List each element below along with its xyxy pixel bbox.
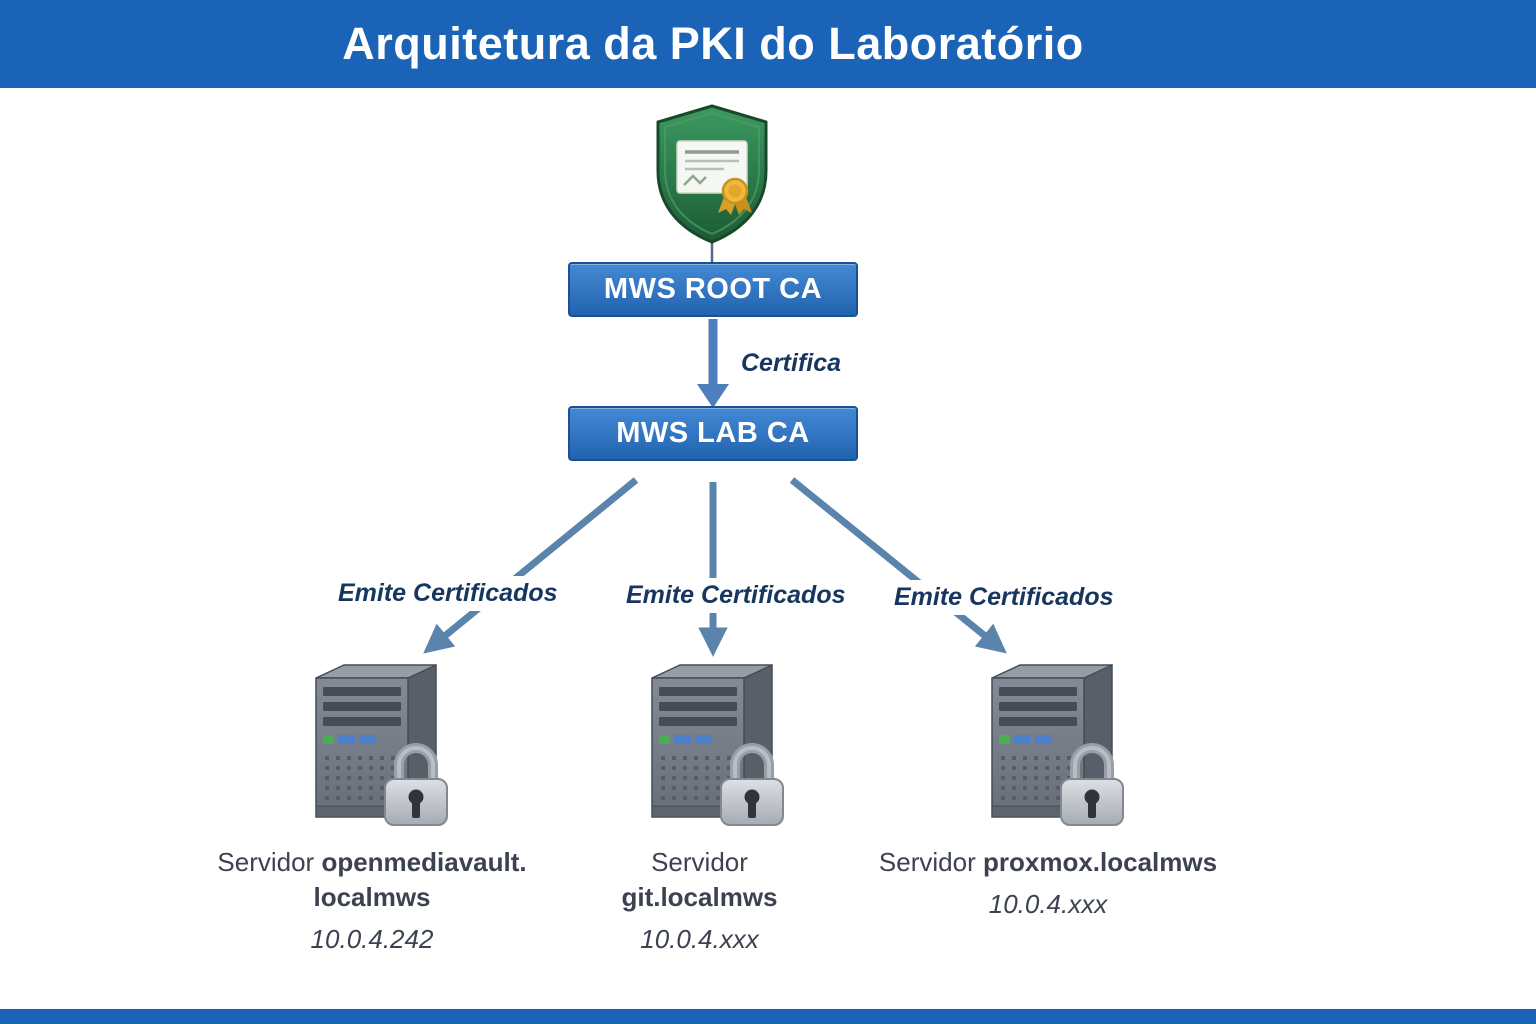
server-label: Servidor git.localmws [592,845,807,915]
server-hostname: proxmox.localmws [982,847,1218,877]
lab-to-server1-arrow-icon [423,477,639,654]
server-caption: Servidor proxmox.localmws 10.0.4.xxx [828,845,1268,922]
padlock-icon [380,736,452,828]
server-label-prefix: Servidor [217,847,315,877]
root-ca-label: MWS ROOT CA [603,273,823,305]
certifica-edge-label: Certifica [741,349,842,377]
lab-ca-node: MWS LAB CA [568,406,858,461]
lab-ca-label: MWS LAB CA [616,417,810,449]
emite-edge-label: Emite Certificados [886,580,1122,615]
server-ip: 10.0.4.xxx [640,924,759,954]
server-label-prefix: Servidor [651,847,748,877]
server-label-prefix: Servidor [878,847,976,877]
server-label: Servidor openmediavault.​localmws [197,845,547,915]
server-caption: Servidor openmediavault.​localmws 10.0.4… [197,845,547,957]
footer-bar [0,1009,1536,1024]
server-ip: 10.0.4.242 [310,924,434,954]
server-label: Servidor proxmox.localmws [828,845,1268,880]
emite-edge-label: Emite Certificados [618,578,854,613]
root-ca-node: MWS ROOT CA [568,262,858,317]
server-ip: 10.0.4.xxx [988,889,1108,919]
certificate-shield-icon [650,103,774,245]
emite-edge-label: Emite Certificados [330,576,566,611]
server-caption: Servidor git.localmws 10.0.4.xxx [592,845,807,957]
server-hostname: openmediavault.​localmws [313,847,527,912]
root-to-lab-arrowhead-icon [697,384,729,408]
lab-to-server3-arrow-icon [789,477,1007,654]
server-hostname: git.localmws [621,882,778,912]
padlock-icon [1056,736,1128,828]
page-title: Arquitetura da PKI do Laboratório [342,18,1084,69]
header-bar: Arquitetura da PKI do Laboratório [0,0,1536,88]
padlock-icon [716,736,788,828]
